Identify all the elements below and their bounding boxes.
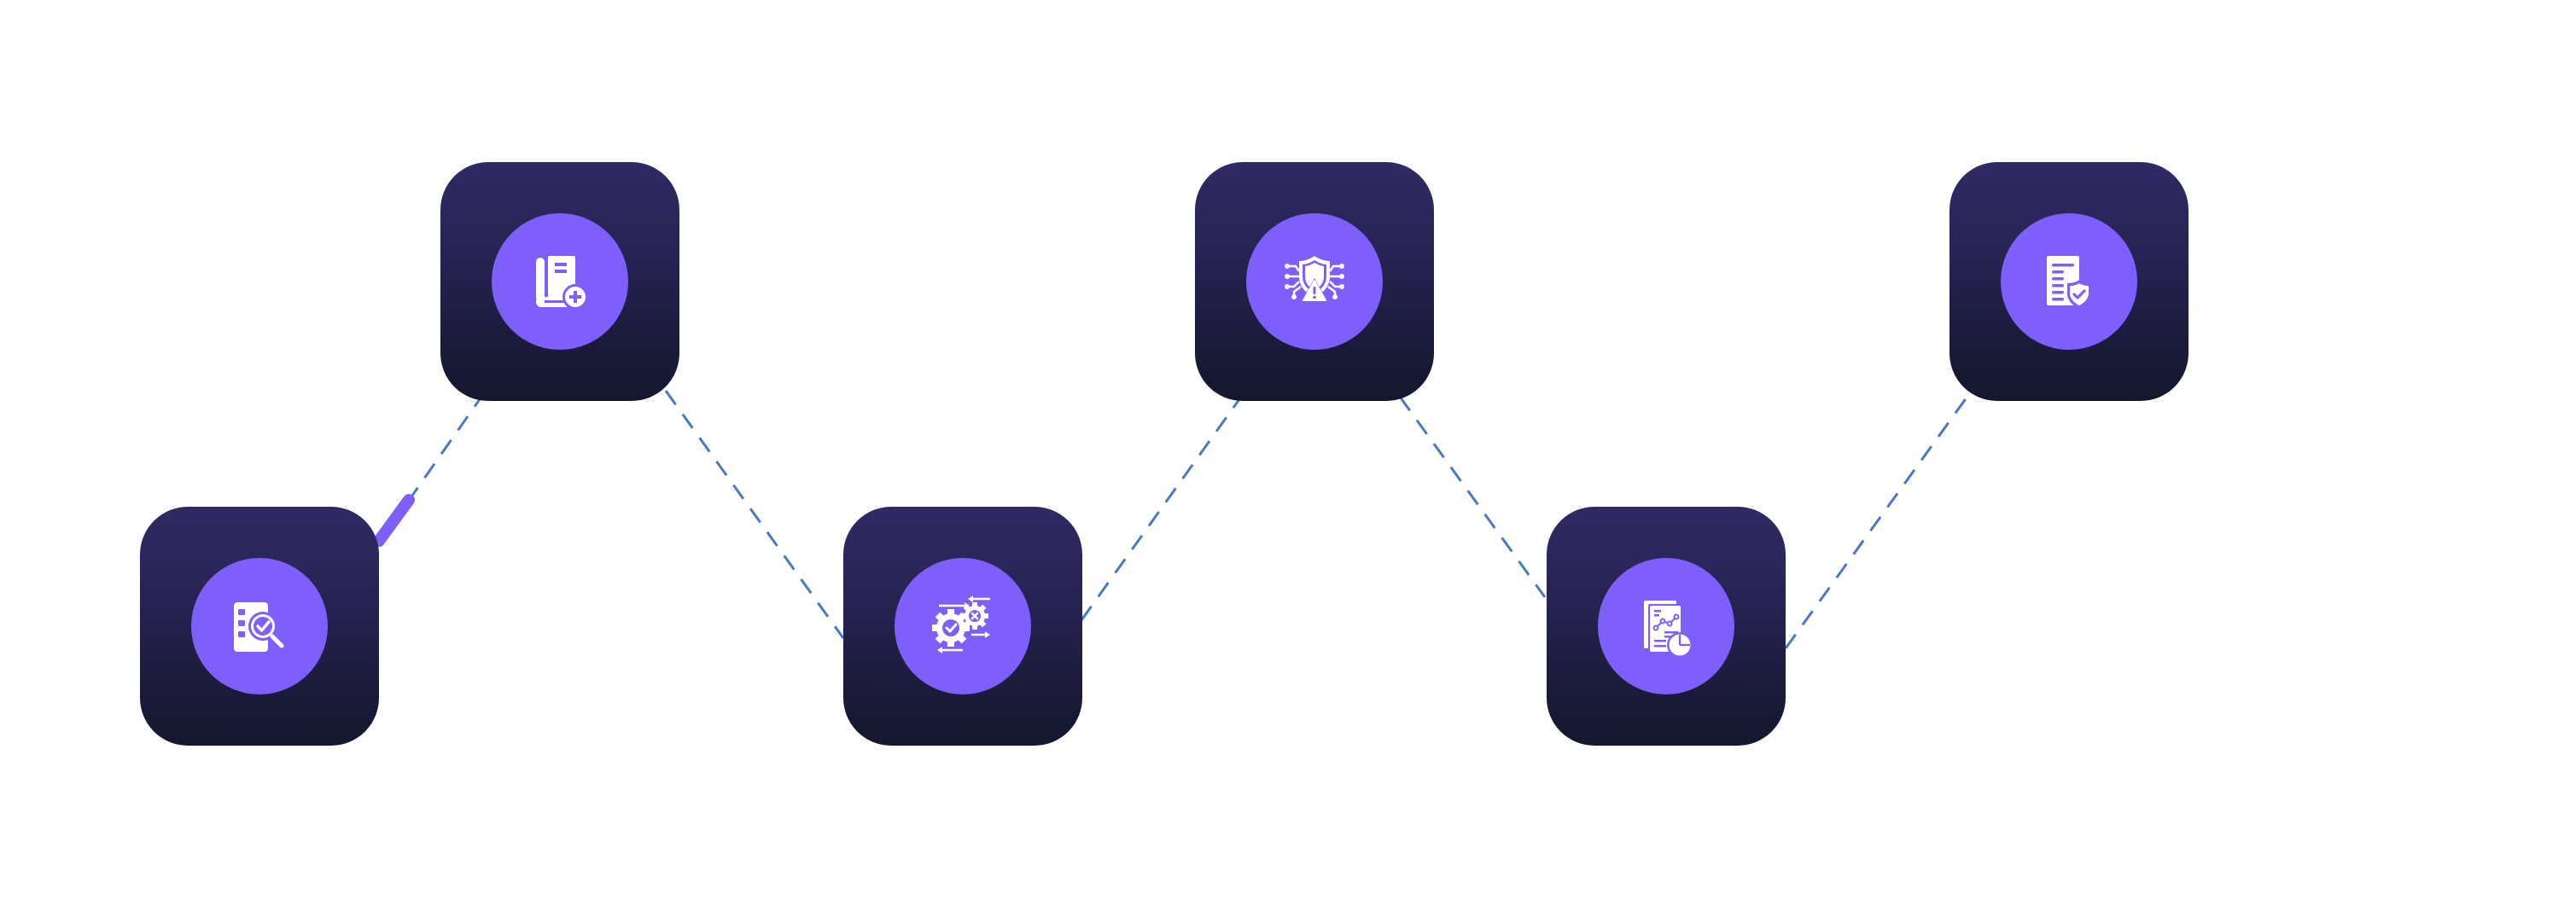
checklist-search-icon [234, 602, 284, 652]
step-5-box[interactable] [1547, 507, 1786, 746]
step-1-icon-circle [191, 558, 328, 694]
connector-5-6 [1784, 387, 1975, 649]
step-5-icon-circle [1598, 558, 1734, 694]
gears-process-icon [932, 595, 990, 653]
step-2-box[interactable] [440, 162, 679, 401]
connector-3-4 [1080, 398, 1241, 621]
step-3-icon-circle [895, 558, 1031, 694]
connector-2-3 [664, 390, 845, 639]
report-chart-icon [1644, 601, 1693, 658]
connector-1-2 [406, 398, 481, 502]
step-1-box[interactable] [140, 507, 379, 746]
shield-alert-network-icon [1285, 256, 1344, 302]
step-4-box[interactable] [1195, 162, 1434, 401]
step-3-box[interactable] [843, 507, 1082, 746]
step-2-icon-circle [492, 213, 628, 350]
step-4-icon-circle [1246, 213, 1383, 350]
step-6-box[interactable] [1949, 162, 2188, 401]
step-6-icon-circle [2001, 213, 2137, 350]
document-shield-icon [2047, 256, 2091, 309]
connector-1-2-progress [373, 494, 415, 547]
connector-4-5 [1398, 396, 1547, 598]
book-add-icon [536, 256, 588, 310]
